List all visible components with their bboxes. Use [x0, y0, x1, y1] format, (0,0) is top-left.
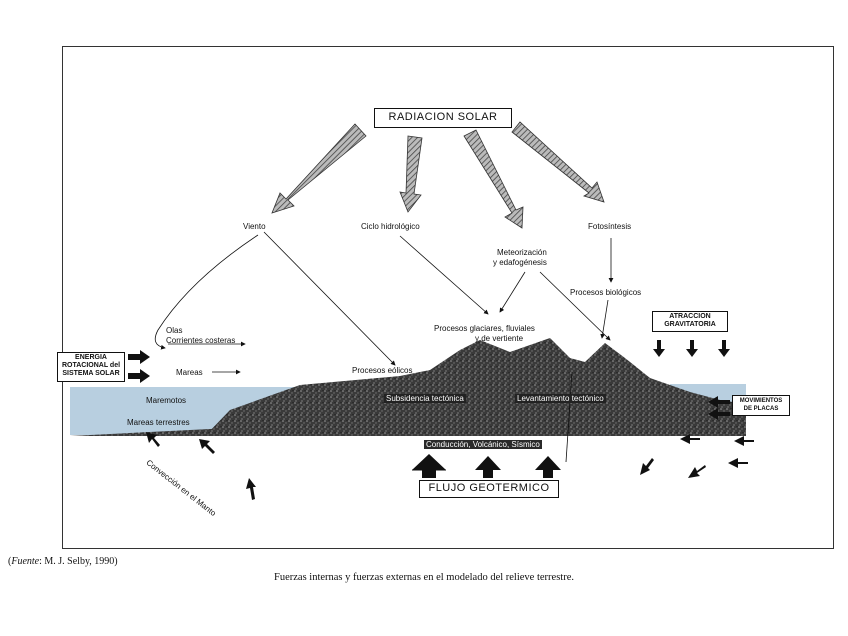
label-edafogenesis: y edafogénesis — [493, 258, 547, 267]
label-mareas: Mareas — [176, 368, 203, 377]
energia-line-3: SISTEMA SOLAR — [62, 370, 120, 377]
label-viento: Viento — [243, 222, 266, 231]
energia-rotacional-box: ENERGIA ROTACIONAL del SISTEMA SOLAR — [57, 352, 125, 382]
movimientos-line-1: MOVIMIENTOS — [739, 398, 783, 404]
label-procesos-biologicos: Procesos biológicos — [570, 288, 642, 297]
label-levantamiento: Levantamiento tectónico — [515, 394, 606, 403]
landmass — [205, 338, 746, 436]
label-mareas-terrestres: Mareas terrestres — [127, 418, 190, 427]
atraccion-line-1: ATRACCION — [669, 313, 711, 320]
label-olas: Olas — [166, 326, 183, 335]
energia-line-2: ROTACIONAL del — [61, 362, 121, 369]
convection-arrows — [146, 432, 256, 500]
solar-arrow-meteorizacion — [463, 129, 524, 229]
movimientos-placas-box: MOVIMIENTOS DE PLACAS — [732, 395, 790, 416]
source-note: (Fuente: M. J. Selby, 1990) — [8, 556, 118, 567]
atraccion-line-2: GRAVITATORIA — [664, 321, 716, 328]
figure-frame — [62, 46, 834, 549]
solar-arrow-fotosintesis — [511, 121, 605, 203]
movimientos-line-2: DE PLACAS — [743, 406, 779, 412]
label-corrientes-costeras: Corrientes costeras — [166, 336, 236, 345]
solar-arrows — [271, 121, 605, 229]
plate-arrows — [640, 396, 754, 478]
atraccion-gravitatoria-box: ATRACCION GRAVITATORIA — [652, 311, 728, 332]
radiacion-solar-box: RADIACION SOLAR — [374, 108, 512, 128]
label-conduccion: Conducción, Volcánico, Sísmico — [424, 440, 542, 449]
label-procesos-glaciares: Procesos glaciares, fluviales — [434, 324, 535, 333]
source-rest: : M. J. Selby, 1990) — [39, 556, 118, 567]
rotational-arrows — [128, 350, 150, 383]
solar-arrow-viento — [271, 123, 367, 214]
label-meteorizacion: Meteorización — [497, 248, 547, 257]
solar-arrow-ciclo — [399, 135, 423, 213]
label-subsidencia: Subsidencia tectónica — [384, 394, 466, 403]
label-ciclo-hidrologico: Ciclo hidrológico — [361, 222, 420, 231]
label-procesos-eolicos: Procesos eólicos — [352, 366, 413, 375]
gravity-arrows — [653, 340, 730, 357]
label-fotosintesis: Fotosíntesis — [588, 222, 632, 231]
label-vertiente: y de vertiente — [475, 334, 524, 343]
label-maremotos: Maremotos — [146, 396, 187, 405]
flujo-geotermico-box: FLUJO GEOTERMICO — [419, 480, 559, 498]
energia-line-1: ENERGIA — [75, 354, 107, 361]
figure-caption: Fuerzas internas y fuerzas externas en e… — [274, 572, 574, 583]
flow-arrows — [154, 231, 614, 375]
geothermal-arrows — [412, 454, 561, 478]
small-tick-arrows — [565, 371, 573, 463]
source-label: Fuente — [11, 556, 40, 567]
